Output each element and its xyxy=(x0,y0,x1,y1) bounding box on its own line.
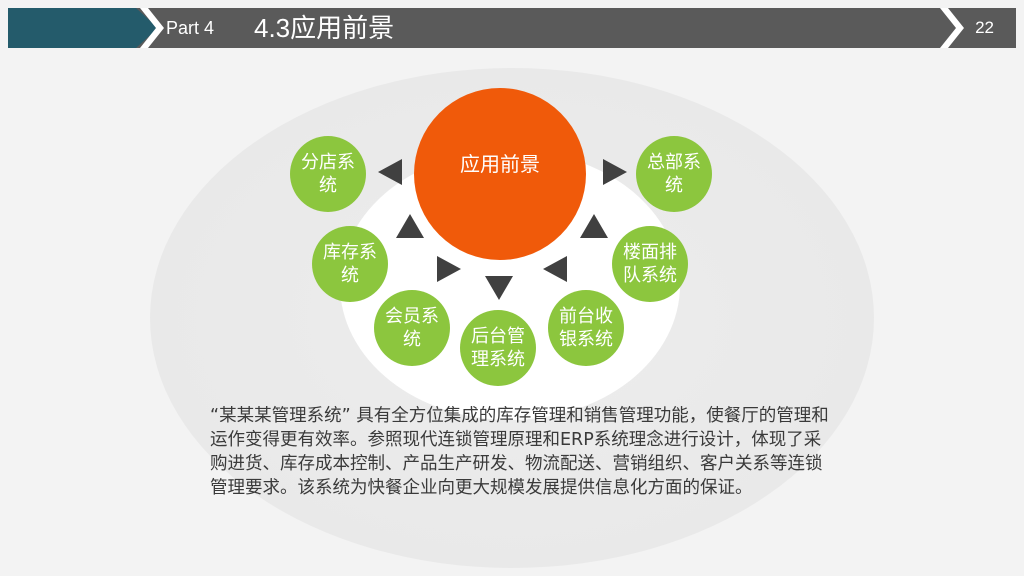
arrow-up-icon xyxy=(396,214,424,238)
part-label: Part 4 xyxy=(166,18,215,38)
page-title: 4.3应用前景 xyxy=(254,13,395,43)
node-inventory-system: 库存系统 xyxy=(312,226,388,302)
node-member-system: 会员系统 xyxy=(374,290,450,366)
header-bar: Part 4 4.3应用前景 22 xyxy=(8,8,1016,48)
node-cashier-system: 前台收银系统 xyxy=(548,290,624,366)
header-accent xyxy=(8,8,158,48)
node-label: 楼面排队系统 xyxy=(623,242,677,286)
arrow-right-icon xyxy=(437,256,461,282)
arrow-down-icon xyxy=(485,276,513,300)
node-label: 会员系统 xyxy=(385,306,439,350)
arrow-right-icon xyxy=(603,159,627,185)
arrow-up-icon xyxy=(580,214,608,238)
center-circle: 应用前景 xyxy=(414,88,586,260)
description-text: “某某某管理系统” 具有全方位集成的库存管理和销售管理功能，使餐厅的管理和运作变… xyxy=(210,406,829,498)
node-label: 分店系统 xyxy=(301,152,355,196)
node-label: 前台收银系统 xyxy=(559,306,613,350)
node-branch-system: 分店系统 xyxy=(290,136,366,212)
node-backend-system: 后台管理系统 xyxy=(460,310,536,386)
node-queue-system: 楼面排队系统 xyxy=(612,226,688,302)
chevron-right-icon xyxy=(940,8,964,48)
node-label: 库存系统 xyxy=(323,242,377,286)
node-hq-system: 总部系统 xyxy=(636,136,712,212)
arrow-left-icon xyxy=(543,256,567,282)
page-number: 22 xyxy=(975,18,994,37)
arrow-left-icon xyxy=(378,159,402,185)
center-label: 应用前景 xyxy=(460,152,540,176)
node-label: 总部系统 xyxy=(647,152,701,196)
node-label: 后台管理系统 xyxy=(471,326,525,370)
